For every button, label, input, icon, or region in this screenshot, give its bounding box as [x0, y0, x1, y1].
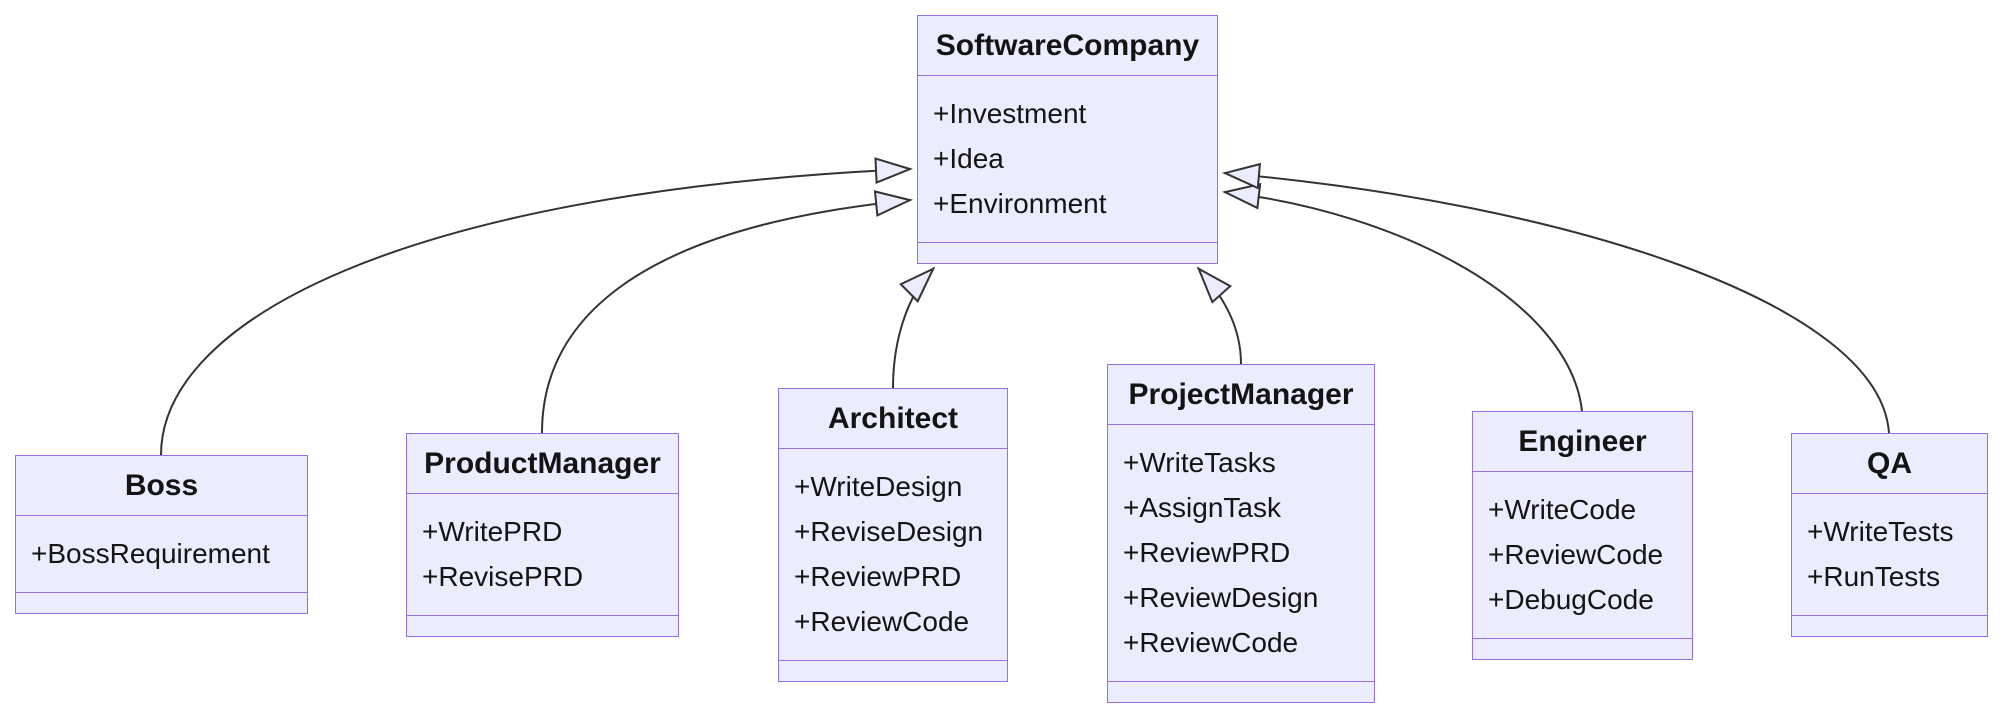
class-members-engineer: +WriteCode +ReviewCode +DebugCode — [1473, 472, 1692, 639]
inheritance-edge-projectmanager-to-softwarecompany — [1196, 266, 1242, 365]
class-node-productmanager: ProductManager +WritePRD +RevisePRD — [406, 433, 679, 637]
class-node-engineer: Engineer +WriteCode +ReviewCode +DebugCode — [1472, 411, 1693, 660]
class-members-projectmanager: +WriteTasks +AssignTask +ReviewPRD +ReviewD… — [1108, 425, 1374, 682]
inheritance-edge-productmanager-to-softwarecompany — [541, 190, 913, 434]
class-members-softwarecompany: +Investment +Idea +Environment — [918, 76, 1217, 243]
class-member: +RunTests — [1807, 561, 1941, 592]
class-members-architect: +WriteDesign +ReviseDesign +ReviewPRD +Revi… — [779, 449, 1007, 661]
class-member: +DebugCode — [1488, 584, 1654, 615]
class-member: +ReviewCode — [1488, 539, 1664, 570]
inheritance-edge-qa-to-softwarecompany — [1222, 162, 1890, 434]
class-node-boss: Boss +BossRequirement — [15, 455, 308, 614]
class-member: +ReviewCode — [1123, 627, 1299, 658]
class-members-boss: +BossRequirement — [16, 516, 307, 593]
class-member: +WritePRD — [422, 516, 563, 547]
class-node-softwarecompany: SoftwareCompany +Investment +Idea +Environm… — [917, 15, 1218, 264]
class-empty-methods-compartment — [1473, 639, 1692, 659]
class-name-qa: QA — [1792, 434, 1987, 494]
class-empty-methods-compartment — [407, 616, 678, 636]
class-member: +WriteDesign — [794, 471, 963, 502]
class-empty-methods-compartment — [1792, 616, 1987, 636]
class-member: +Environment — [933, 188, 1107, 219]
class-name-engineer: Engineer — [1473, 412, 1692, 472]
inheritance-edge-engineer-to-softwarecompany — [1222, 182, 1583, 412]
class-member: +RevisePRD — [422, 561, 584, 592]
class-empty-methods-compartment — [16, 593, 307, 613]
class-member: +WriteTasks — [1123, 447, 1276, 478]
inheritance-edge-architect-to-softwarecompany — [892, 266, 936, 389]
class-empty-methods-compartment — [779, 661, 1007, 681]
class-member: +ReviewPRD — [794, 561, 962, 592]
class-member: +ReviewDesign — [1123, 582, 1319, 613]
class-name-productmanager: ProductManager — [407, 434, 678, 494]
inheritance-edge-boss-to-softwarecompany — [160, 157, 914, 456]
class-empty-methods-compartment — [1108, 682, 1374, 702]
class-member: +ReviseDesign — [794, 516, 984, 547]
class-node-projectmanager: ProjectManager +WriteTasks +AssignTask +Rev… — [1107, 364, 1375, 703]
class-members-qa: +WriteTests +RunTests — [1792, 494, 1987, 616]
class-member: +ReviewPRD — [1123, 537, 1291, 568]
class-empty-methods-compartment — [918, 243, 1217, 263]
class-name-softwarecompany: SoftwareCompany — [918, 16, 1217, 76]
class-name-projectmanager: ProjectManager — [1108, 365, 1374, 425]
class-member: +BossRequirement — [31, 538, 270, 569]
class-member: +ReviewCode — [794, 606, 970, 637]
class-members-productmanager: +WritePRD +RevisePRD — [407, 494, 678, 616]
class-node-qa: QA +WriteTests +RunTests — [1791, 433, 1988, 637]
class-name-architect: Architect — [779, 389, 1007, 449]
class-node-architect: Architect +WriteDesign +ReviseDesign +Revie… — [778, 388, 1008, 682]
class-name-boss: Boss — [16, 456, 307, 516]
class-member: +Investment — [933, 98, 1087, 129]
class-member: +Idea — [933, 143, 1004, 174]
class-member: +WriteCode — [1488, 494, 1637, 525]
class-member: +AssignTask — [1123, 492, 1281, 523]
class-member: +WriteTests — [1807, 516, 1954, 547]
